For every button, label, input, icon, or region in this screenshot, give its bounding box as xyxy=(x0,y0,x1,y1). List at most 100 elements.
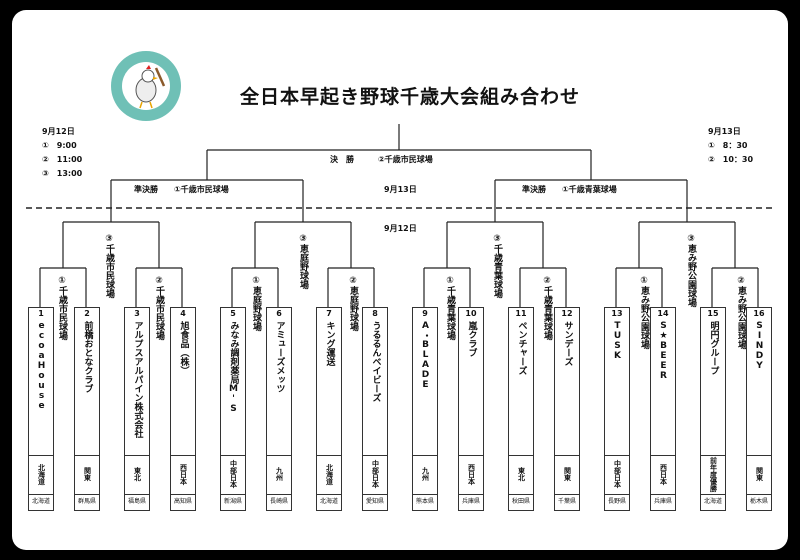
team-number: 15 xyxy=(707,309,719,318)
team-name: 前橋おとなクラブ xyxy=(82,321,93,393)
qf-venue-4: ③恵み野公園球場 xyxy=(686,234,696,307)
team-name: アミューズメッツ xyxy=(274,321,285,393)
team-box: 4 旭食品（株） 西日本高知県 xyxy=(170,307,196,511)
page-title: 全日本早起き野球千歳大会組み合わせ xyxy=(240,86,581,108)
team-name: ペンチャーズ xyxy=(516,321,527,375)
team-region: 北海道 xyxy=(317,455,341,492)
team-region-label: 東北 xyxy=(517,467,526,481)
team-prefecture: 北海道 xyxy=(701,494,725,509)
qf-venue-2: ③恵庭野球場 xyxy=(298,234,308,289)
team-name: S★BEER xyxy=(658,321,669,381)
league-logo xyxy=(111,51,181,121)
team-prefecture: 栃木県 xyxy=(747,494,771,509)
team-region-label: 関東 xyxy=(83,467,92,481)
team-region-label: 西日本 xyxy=(659,463,668,485)
semi-left-label: 準決勝 xyxy=(134,185,158,194)
team-name: サンデーズ xyxy=(562,321,573,366)
team-number: 3 xyxy=(134,309,140,318)
team-number: 4 xyxy=(180,309,186,318)
team-number: 9 xyxy=(422,309,428,318)
day1-date: 9月12日 xyxy=(42,127,75,136)
team-name: SINDY xyxy=(754,321,765,371)
team-prefecture: 長崎県 xyxy=(267,494,291,509)
semi-left-venue: ①千歳市民球場 xyxy=(174,185,229,194)
day1-time-1: ① 9:00 xyxy=(42,141,77,150)
team-name: キング運送 xyxy=(324,321,335,366)
qf-venue-1: ③千歳市民球場 xyxy=(104,234,114,298)
day2-date: 9月13日 xyxy=(708,127,741,136)
team-prefecture: 愛知県 xyxy=(363,494,387,509)
team-region: 関東 xyxy=(747,455,771,492)
team-prefecture: 兵庫県 xyxy=(459,494,483,509)
team-name: 嵐クラブ xyxy=(466,321,477,357)
semi-right-label: 準決勝 xyxy=(522,185,546,194)
team-number: 14 xyxy=(657,309,669,318)
team-name: みなみ調剤薬局M'S xyxy=(228,321,239,414)
team-number: 1 xyxy=(38,309,44,318)
team-box: 6 アミューズメッツ九州長崎県 xyxy=(266,307,292,511)
r1-venue-3: ①恵庭野球場 xyxy=(251,276,261,331)
day2-time-1: ① 8：30 xyxy=(708,141,748,150)
team-name: 明円グループ xyxy=(708,321,719,375)
bracket-lines xyxy=(26,124,776,307)
team-region: 関東 xyxy=(555,455,579,492)
team-name: アルプスアルパイン株式会社 xyxy=(132,321,143,438)
team-prefecture: 長野県 xyxy=(605,494,629,509)
day1-time-3: ③ 13:00 xyxy=(42,169,83,178)
team-region-label: 九州 xyxy=(275,467,284,481)
team-region: 九州 xyxy=(267,455,291,492)
team-box: 11 ペンチャーズ東北秋田県 xyxy=(508,307,534,511)
team-number: 16 xyxy=(753,309,765,318)
team-number: 11 xyxy=(515,309,527,318)
semi-right-venue: ①千歳青葉球場 xyxy=(562,185,617,194)
team-name: 旭食品（株） xyxy=(178,321,189,375)
team-number: 5 xyxy=(230,309,236,318)
day1-time-2: ② 11:00 xyxy=(42,155,83,164)
sep-label-top: 9月13日 xyxy=(384,185,417,194)
team-prefecture: 秋田県 xyxy=(509,494,533,509)
r1-venue-5: ①千歳青葉球場 xyxy=(445,276,455,340)
team-region-label: 九州 xyxy=(421,467,430,481)
team-region-label: 中部日本 xyxy=(371,460,380,488)
team-prefecture: 高知県 xyxy=(171,494,195,509)
sep-label-bottom: 9月12日 xyxy=(384,224,417,233)
r1-venue-8: ②恵み野公園球場 xyxy=(736,276,746,349)
team-prefecture: 北海道 xyxy=(29,494,53,509)
team-prefecture: 熊本県 xyxy=(413,494,437,509)
team-number: 7 xyxy=(326,309,332,318)
team-region: 関東 xyxy=(75,455,99,492)
team-region-label: 北海道 xyxy=(325,463,334,485)
team-region: 西日本 xyxy=(651,455,675,492)
day2-time-2: ② 10：30 xyxy=(708,155,754,164)
team-region: 西日本 xyxy=(171,455,195,492)
team-region: 中部日本 xyxy=(363,455,387,492)
team-region: 北海道 xyxy=(29,455,53,492)
team-prefecture: 群馬県 xyxy=(75,494,99,509)
team-region-label: 北海道 xyxy=(37,463,46,485)
team-number: 6 xyxy=(276,309,282,318)
team-prefecture: 兵庫県 xyxy=(651,494,675,509)
r1-venue-2: ②千歳市民球場 xyxy=(154,276,164,340)
qf-venue-3: ③千歳青葉球場 xyxy=(492,234,502,298)
team-region: 西日本 xyxy=(459,455,483,492)
team-region-label: 関東 xyxy=(755,467,764,481)
team-name: A・BLADE xyxy=(420,321,431,390)
team-region-label: 中部日本 xyxy=(613,460,622,488)
team-name: ecoaHouse xyxy=(36,321,47,411)
team-prefecture: 千葉県 xyxy=(555,494,579,509)
team-prefecture: 新潟県 xyxy=(221,494,245,509)
team-name: うるるんベイビーズ xyxy=(370,321,381,402)
final-label: 決 勝 xyxy=(330,155,354,164)
team-region-label: 西日本 xyxy=(467,463,476,485)
